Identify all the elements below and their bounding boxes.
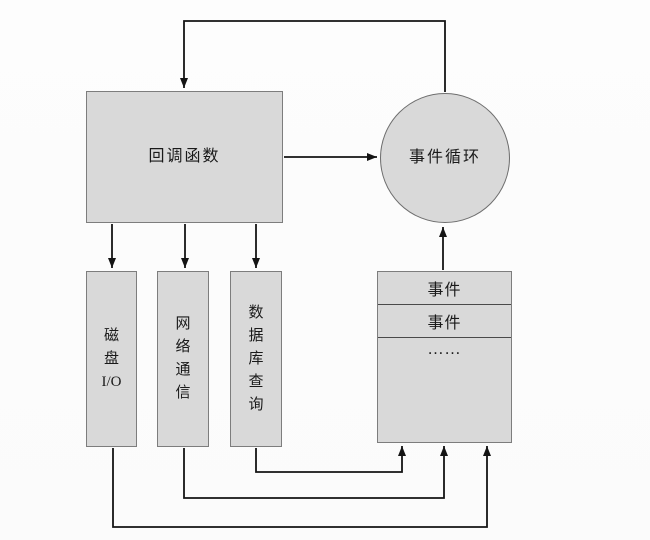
arrow-database-to-queue bbox=[255, 446, 406, 473]
callback-functions-box: 回调函数 bbox=[86, 91, 283, 223]
event-loop-label: 事件循环 bbox=[408, 148, 481, 166]
database-query-label: 数 据 库 查 询 bbox=[248, 304, 264, 413]
event-queue-box: 事件 事件 …… bbox=[377, 271, 512, 443]
arrow-disk-to-queue bbox=[112, 446, 491, 528]
disk-io-box: 磁 盘 I/O bbox=[86, 271, 137, 447]
event-queue-row: …… bbox=[378, 338, 511, 442]
callback-functions-label: 回调函数 bbox=[148, 147, 221, 165]
event-queue-ellipsis-label: …… bbox=[427, 341, 462, 358]
event-queue-row-label: 事件 bbox=[427, 282, 462, 299]
network-communication-label: 网 络 通 信 bbox=[175, 316, 191, 401]
event-queue-row-label: 事件 bbox=[427, 315, 462, 332]
arrow-event-loop-to-callback bbox=[180, 20, 446, 92]
event-queue-row: 事件 bbox=[378, 305, 511, 338]
network-communication-box: 网 络 通 信 bbox=[157, 271, 209, 447]
arrow-network-to-queue bbox=[183, 446, 448, 499]
database-query-box: 数 据 库 查 询 bbox=[230, 271, 282, 447]
event-loop-circle: 事件循环 bbox=[380, 93, 510, 223]
disk-io-label: 磁 盘 I/O bbox=[101, 327, 122, 390]
event-queue-row: 事件 bbox=[378, 272, 511, 305]
